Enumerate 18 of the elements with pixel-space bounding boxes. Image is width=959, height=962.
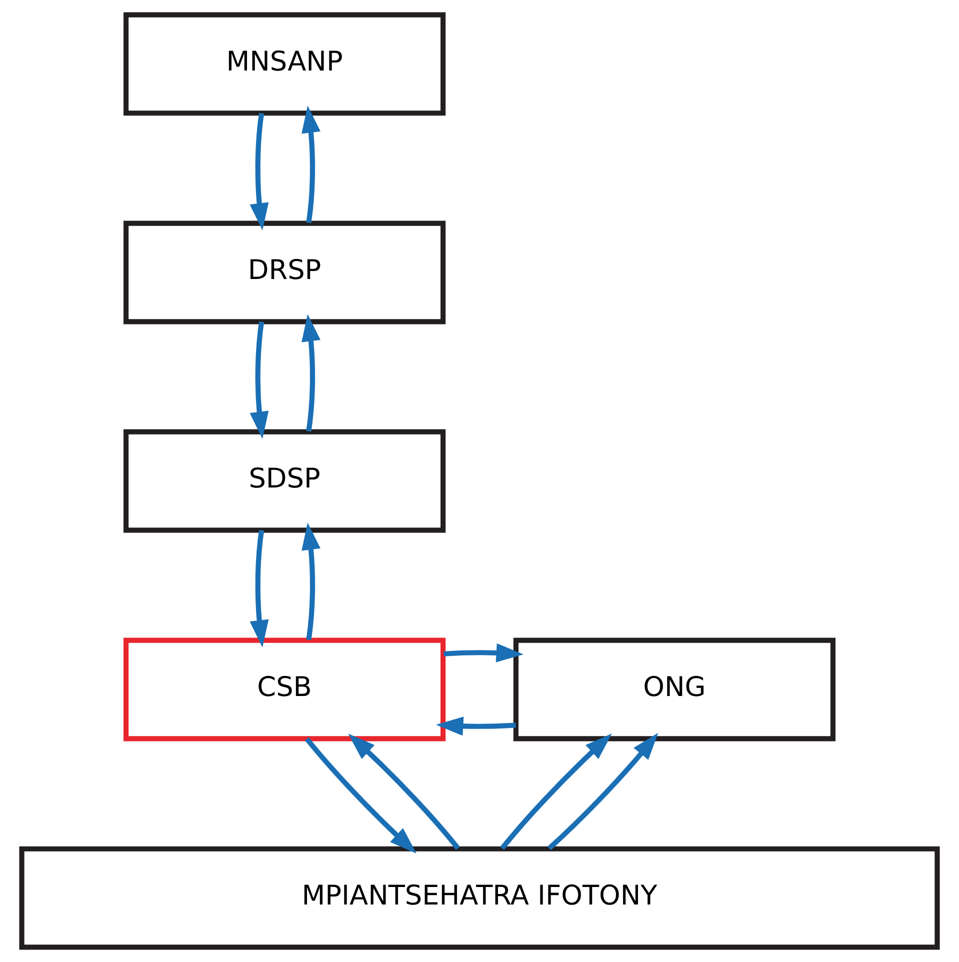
arrow — [548, 732, 658, 850]
arrow — [250, 112, 269, 230]
arrow — [302, 314, 320, 432]
arrow — [348, 734, 460, 850]
arrow — [500, 734, 612, 850]
node-box: ONG — [513, 638, 836, 742]
arrow — [304, 737, 416, 854]
arrow — [444, 643, 524, 662]
node-box: CSB — [124, 638, 446, 742]
arrow — [436, 716, 516, 736]
node-box: MNSANP — [124, 12, 446, 116]
arrow — [250, 530, 269, 648]
arrow — [302, 106, 320, 224]
node-box: DRSP — [124, 220, 446, 324]
node-box: MPIANTSEHATRA IFOTONY — [19, 846, 940, 950]
arrow — [250, 321, 269, 439]
node-box: SDSP — [124, 429, 446, 533]
arrow — [302, 522, 320, 640]
